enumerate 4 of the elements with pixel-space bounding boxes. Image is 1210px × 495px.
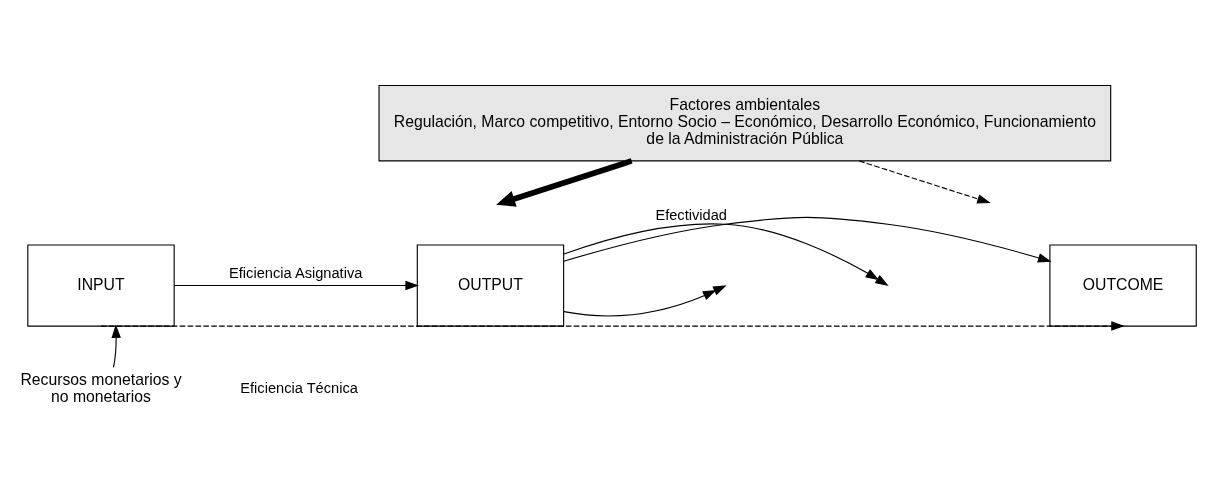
node-text: Recursos monetarios y no monetarios bbox=[20, 370, 182, 405]
edge-label: Efectividad bbox=[655, 206, 727, 223]
label: Eficiencia Técnica bbox=[240, 379, 358, 396]
edge-label: Eficiencia Asignativa bbox=[229, 264, 363, 281]
